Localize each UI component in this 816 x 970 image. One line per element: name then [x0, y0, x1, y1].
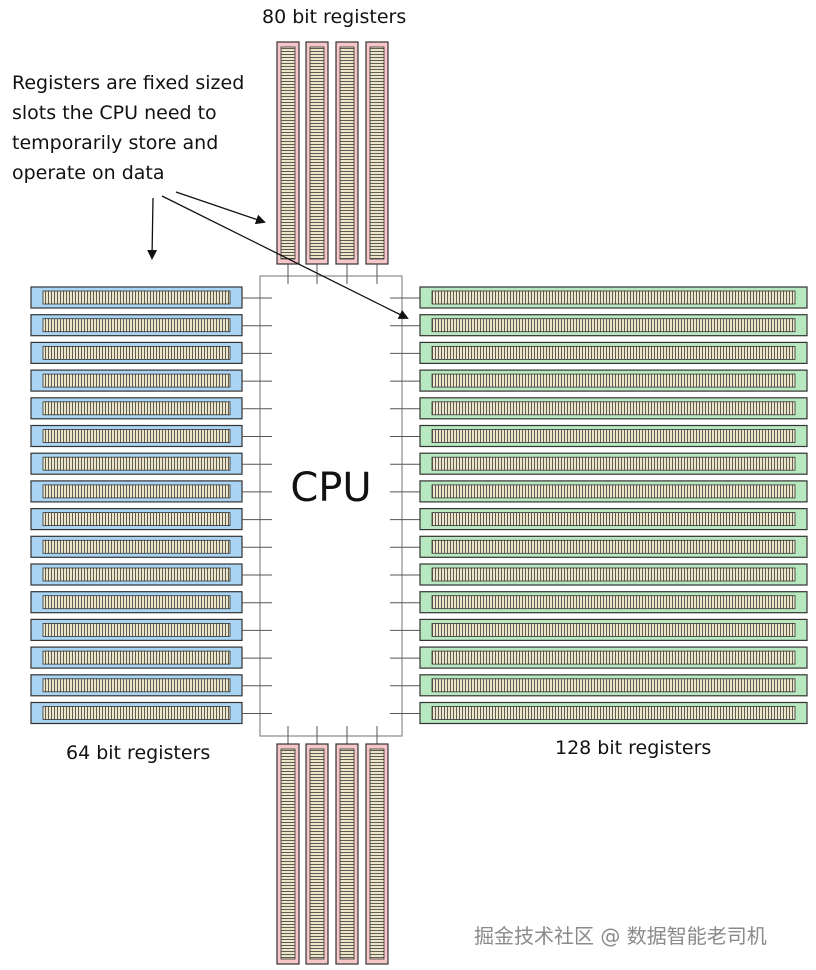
- register-80bit: [365, 743, 389, 965]
- register-64bit: [30, 480, 243, 503]
- label-80-bit-registers: 80 bit registers: [262, 6, 407, 28]
- register-80bit: [365, 41, 389, 265]
- register-80bit: [305, 41, 329, 265]
- register-128bit: [419, 701, 808, 725]
- register-64bit: [30, 452, 243, 475]
- register-group-128bit: [390, 286, 808, 725]
- annotation-line: operate on data: [12, 162, 165, 184]
- annotation-line: slots the CPU need to: [12, 102, 217, 124]
- register-64bit: [30, 618, 243, 642]
- register-group-64bit: [30, 286, 272, 725]
- label-128-bit-registers: 128 bit registers: [555, 737, 712, 759]
- register-128bit: [419, 591, 808, 614]
- register-64bit: [30, 314, 243, 337]
- register-64bit: [30, 508, 243, 531]
- register-128bit: [419, 341, 808, 364]
- label-64-bit-registers: 64 bit registers: [66, 742, 211, 764]
- register-80bit: [276, 41, 300, 265]
- register-80bit: [335, 41, 359, 265]
- register-64bit: [30, 369, 243, 392]
- register-64bit: [30, 397, 243, 420]
- register-64bit: [30, 674, 243, 697]
- register-128bit: [419, 508, 808, 531]
- register-64bit: [30, 535, 243, 558]
- register-64bit: [30, 563, 243, 586]
- cpu-chip: [259, 275, 403, 737]
- register-64bit: [30, 646, 243, 669]
- register-128bit: [419, 480, 808, 503]
- register-64bit: [30, 341, 243, 364]
- annotation-line: temporarily store and: [12, 132, 219, 154]
- register-128bit: [419, 535, 808, 558]
- annotation-arrow-to-80bit: [175, 191, 266, 225]
- register-128bit: [419, 397, 808, 420]
- register-128bit: [419, 674, 808, 697]
- annotation-arrow-down: [147, 197, 158, 260]
- cpu-label: CPU: [290, 465, 372, 511]
- register-80bit: [276, 743, 300, 965]
- register-group-80bit-top: [276, 41, 389, 284]
- register-128bit: [419, 424, 808, 448]
- register-128bit: [419, 314, 808, 337]
- register-128bit: [419, 563, 808, 586]
- annotation-arrow-to-128bit: [161, 195, 409, 319]
- register-128bit: [419, 286, 808, 309]
- register-64bit: [30, 424, 243, 448]
- annotation-line: Registers are fixed sized: [12, 72, 245, 94]
- watermark: 掘金技术社区 @ 数据智能老司机: [474, 924, 767, 948]
- register-128bit: [419, 452, 808, 475]
- register-64bit: [30, 286, 243, 309]
- register-group-80bit-bottom: [276, 726, 389, 965]
- register-128bit: [419, 646, 808, 669]
- register-128bit: [419, 618, 808, 642]
- register-64bit: [30, 701, 243, 725]
- register-128bit: [419, 369, 808, 392]
- register-80bit: [335, 743, 359, 965]
- annotation-text: Registers are fixed sized slots the CPU …: [12, 68, 262, 188]
- register-80bit: [305, 743, 329, 965]
- register-64bit: [30, 591, 243, 614]
